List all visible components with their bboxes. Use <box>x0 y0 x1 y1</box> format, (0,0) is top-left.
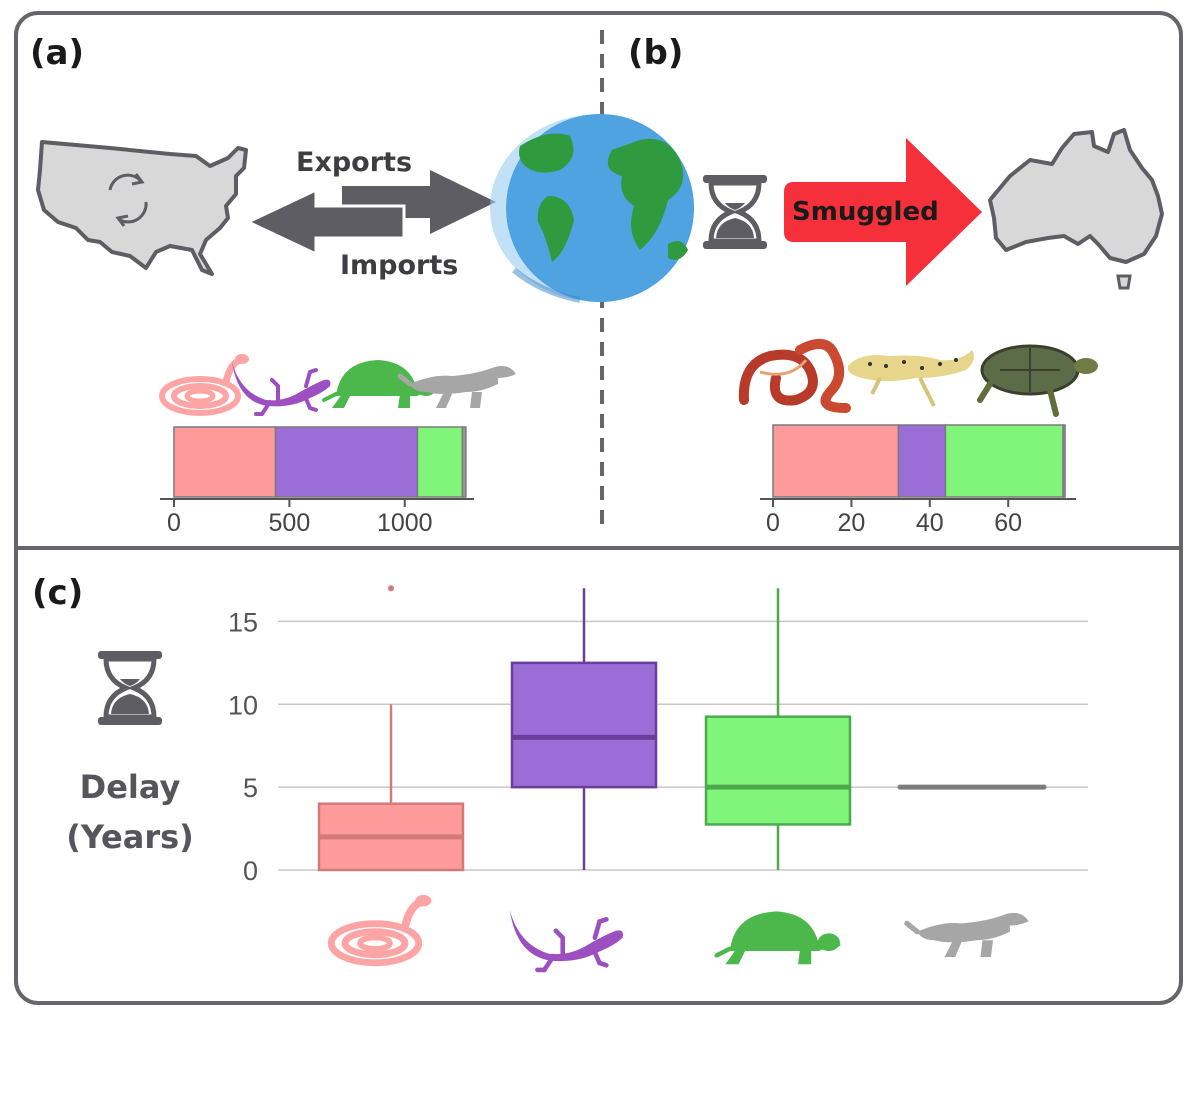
imports-label: Imports <box>340 250 458 281</box>
smuggled-label: Smuggled <box>792 197 939 227</box>
bar-segment-snake <box>173 426 277 498</box>
box-iqr <box>704 715 852 826</box>
globe-icon <box>490 114 694 303</box>
y-tick-label: 10 <box>228 690 258 720</box>
delay-label-line1: Delay <box>80 768 181 806</box>
smuggled-arrow <box>784 138 982 286</box>
bar-segment-crocodile <box>461 426 467 498</box>
box-lizard <box>510 588 658 870</box>
bar-segment-turtle <box>944 424 1064 498</box>
x-tick-label: 40 <box>916 509 944 537</box>
exports-label: Exports <box>296 147 412 178</box>
x-tick-label: 0 <box>766 509 780 537</box>
outlier-point <box>388 585 394 592</box>
y-tick-label: 15 <box>228 607 258 637</box>
leopard-gecko-icon <box>847 350 974 407</box>
stacked-bar-chart-b: 0 20 40 60 <box>760 424 1076 537</box>
corn-snake-icon <box>738 339 851 413</box>
australia-map-icon <box>988 128 1164 290</box>
panel-label-b: (b) <box>628 33 683 73</box>
y-tick-label: 5 <box>243 773 258 803</box>
stacked-bar-chart-a: 0 500 1000 <box>160 426 474 537</box>
x-tick-label: 0 <box>167 509 181 537</box>
x-tick-label: 20 <box>837 509 865 537</box>
delay-label-line2: (Years) <box>66 818 194 856</box>
x-tick-label: 60 <box>994 509 1022 537</box>
x-tick-label: 500 <box>269 509 311 537</box>
figure-frame <box>14 11 1183 1005</box>
bar-segment-lizard <box>897 424 947 498</box>
bar-segment-crocodile <box>1062 424 1066 498</box>
delay-boxplot: 0 5 10 15 <box>228 585 1088 886</box>
bar-segment-turtle <box>416 426 464 498</box>
box-snake <box>317 585 465 872</box>
usa-map-icon <box>36 140 248 276</box>
bar-segment-lizard <box>274 426 419 498</box>
x-tick-label: 1000 <box>377 509 433 537</box>
panel-label-c: (c) <box>32 573 83 613</box>
bar-segment-snake <box>772 424 900 498</box>
box-iqr <box>510 661 658 789</box>
box-turtle <box>704 588 852 870</box>
imports-arrow <box>244 187 406 257</box>
y-tick-label: 0 <box>243 856 258 886</box>
slider-turtle-icon <box>977 344 1098 417</box>
panel-label-a: (a) <box>30 33 84 73</box>
